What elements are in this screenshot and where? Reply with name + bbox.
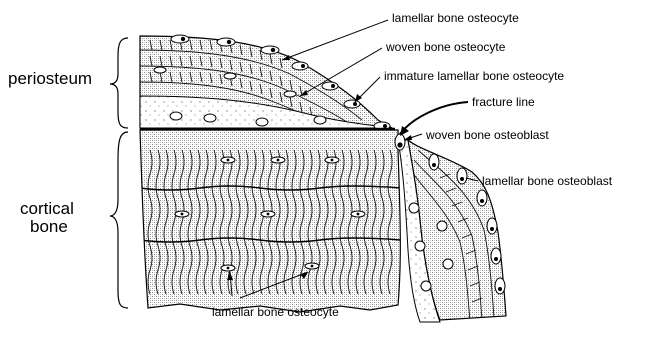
cortical-bone-brace xyxy=(110,132,128,308)
cortical-label-line2: bone xyxy=(30,217,68,236)
immature-lamellar-bone-osteocyte-label: immature lamellar bone osteocyte xyxy=(384,69,564,83)
lamellar-bone-osteocyte-top-label: lamellar bone osteocyte xyxy=(392,11,519,25)
periosteum-brace xyxy=(110,38,128,128)
cortical-label-line1: cortical xyxy=(20,199,74,218)
periosteum-label: periosteum xyxy=(8,69,92,88)
arrowhead-woven-osteoblast xyxy=(404,135,412,140)
woven-bone-osteoblast-cell xyxy=(395,134,405,150)
fracture-callus-region xyxy=(395,134,506,322)
periosteum-region xyxy=(140,35,395,130)
lamellar-bone-osteoblast-label: lamellar bone osteoblast xyxy=(482,174,613,188)
fracture-line-label: fracture line xyxy=(472,95,535,109)
lamellar-bone-osteocyte-bottom-label: lamellar bone osteocyte xyxy=(212,305,339,319)
woven-bone-osteoblast-label: woven bone osteoblast xyxy=(425,128,549,142)
woven-bone-osteocyte-label: woven bone osteocyte xyxy=(385,40,506,54)
arrowhead-immature-osteocyte xyxy=(355,94,362,102)
cortical-bone-region xyxy=(140,130,400,312)
